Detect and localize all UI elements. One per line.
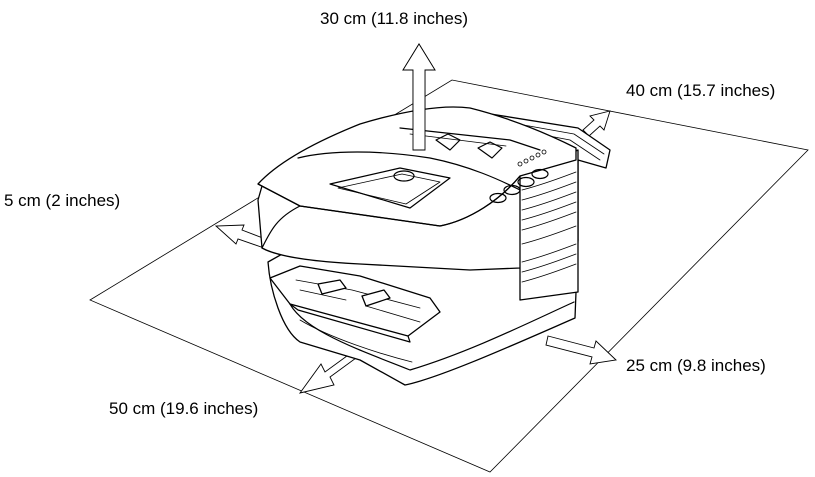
clearance-label-top: 30 cm (11.8 inches) (320, 9, 469, 28)
printer-illustration (257, 106, 611, 386)
clearance-label-left: 5 cm (2 inches) (4, 191, 121, 210)
clearance-label-rear: 40 cm (15.7 inches) (626, 81, 776, 100)
arrow-up-icon-overlay (402, 43, 436, 151)
clearance-label-right: 25 cm (9.8 inches) (626, 356, 766, 375)
arrow-rear-icon (582, 110, 611, 137)
arrow-right-icon (545, 335, 617, 365)
clearance-label-front: 50 cm (19.6 inches) (109, 399, 259, 418)
arrow-left-icon (214, 224, 269, 249)
